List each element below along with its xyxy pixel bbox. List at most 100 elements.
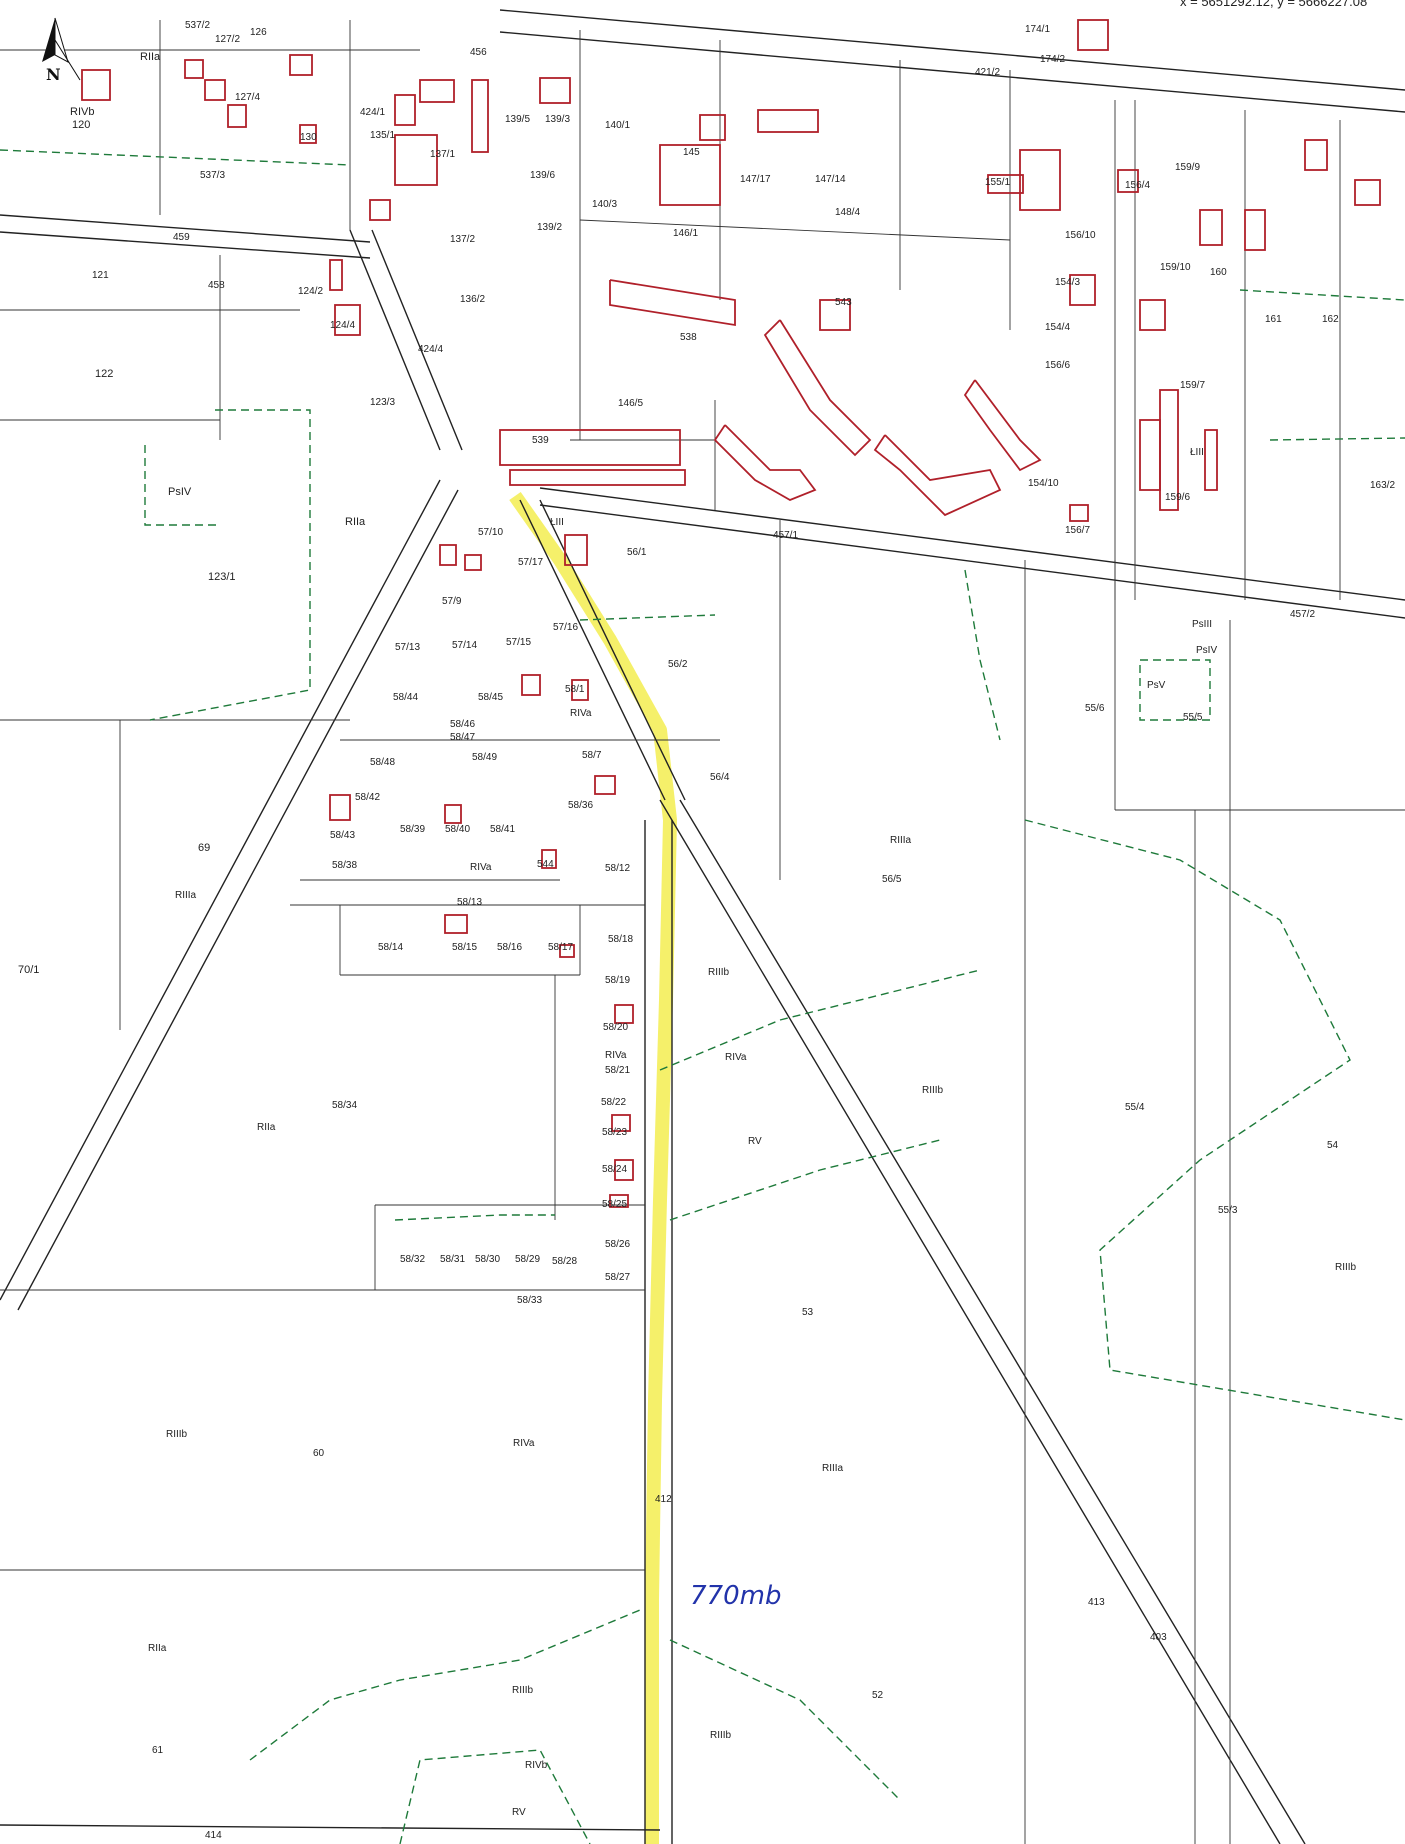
parcel-label: 58/14 — [378, 942, 403, 953]
landclass-label: RIIIa — [890, 835, 912, 846]
parcel-label: 58/33 — [517, 1295, 542, 1306]
parcel-label: 159/6 — [1165, 492, 1190, 503]
parcel-label: 69 — [198, 842, 210, 854]
parcel-label: 543 — [835, 297, 852, 308]
parcel-label: 58/40 — [445, 824, 470, 835]
parcel-label: 58/18 — [608, 934, 633, 945]
parcel-label: 154/4 — [1045, 322, 1070, 333]
parcel-label: 58/1 — [565, 684, 585, 695]
landclass-label: RIIa — [140, 51, 161, 63]
parcel-label: 162 — [1322, 314, 1339, 325]
landclass-label: RIIIb — [922, 1085, 944, 1096]
parcel-label: 56/5 — [882, 874, 902, 885]
parcel-label: 58/45 — [478, 692, 503, 703]
parcel-label: 140/1 — [605, 120, 630, 131]
parcel-label: 58/21 — [605, 1065, 630, 1076]
parcel-label: 58/34 — [332, 1100, 357, 1111]
landclass-label: RIVa — [513, 1438, 535, 1449]
parcel-label: 52 — [872, 1690, 884, 1701]
parcel-label: 58/48 — [370, 757, 395, 768]
parcel-label: 456 — [470, 47, 487, 58]
parcel-label: 61 — [152, 1745, 164, 1756]
landclass-label: PsIII — [1192, 619, 1212, 630]
parcel-label: 57/17 — [518, 557, 543, 568]
parcel-label: 424/4 — [418, 344, 443, 355]
parcel-label: 56/1 — [627, 547, 647, 558]
landclass-label: RIVa — [605, 1050, 627, 1061]
parcel-label: 122 — [95, 368, 113, 380]
parcel-label: 159/9 — [1175, 162, 1200, 173]
buildings — [81, 19, 1381, 1208]
parcel-label: 57/16 — [553, 622, 578, 633]
parcel-label: 538 — [680, 332, 697, 343]
parcel-label: 123/3 — [370, 397, 395, 408]
parcel-label: 57/10 — [478, 527, 503, 538]
parcel-label: 58/46 — [450, 719, 475, 730]
parcel-label: 55/4 — [1125, 1102, 1145, 1113]
parcel-label: 53 — [802, 1307, 814, 1318]
landclass-label: RIIa — [148, 1643, 167, 1654]
parcel-label: 58/19 — [605, 975, 630, 986]
parcel-label: 537/2 — [185, 20, 210, 31]
landclass-label: PsV — [1147, 680, 1166, 691]
parcel-label: 57/9 — [442, 596, 462, 607]
parcel-label: 140/3 — [592, 199, 617, 210]
landclass-label: RIVb — [525, 1760, 548, 1771]
landclass-label: ŁIII — [1190, 447, 1204, 458]
parcel-label: 137/2 — [450, 234, 475, 245]
parcel-label: 58/26 — [605, 1239, 630, 1250]
parcel-label: 58/24 — [602, 1164, 627, 1175]
parcel-label: 139/6 — [530, 170, 555, 181]
parcel-label: 70/1 — [18, 964, 39, 976]
roads — [0, 9, 1405, 1844]
parcel-labels: 537/2 126 127/2 127/4 120 RIVb RIIa 537/… — [18, 20, 1395, 1841]
parcel-label: 156/6 — [1045, 360, 1070, 371]
parcel-label: 174/1 — [1025, 24, 1050, 35]
landclass-label: RIIIb — [512, 1685, 534, 1696]
parcel-label: 413 — [1088, 1597, 1105, 1608]
landclass-label: RIIIa — [822, 1463, 844, 1474]
parcel-label: 54 — [1327, 1140, 1339, 1151]
parcel-label: 154/3 — [1055, 277, 1080, 288]
parcel-label: 58/38 — [332, 860, 357, 871]
landuse-boundaries — [0, 149, 1405, 1844]
road-label: 459 — [173, 232, 190, 243]
parcel-label: 139/5 — [505, 114, 530, 125]
highlighted-route — [509, 491, 677, 1844]
parcel-label: 57/15 — [506, 637, 531, 648]
parcel-label: 174/2 — [1040, 54, 1065, 65]
parcel-label: 58/32 — [400, 1254, 425, 1265]
parcel-label: 421/2 — [975, 67, 1000, 78]
landclass-label: RIIIb — [710, 1730, 732, 1741]
parcel-label: 146/1 — [673, 228, 698, 239]
parcel-label: 159/10 — [1160, 262, 1191, 273]
landclass-label: RIIa — [345, 516, 366, 528]
landclass-label: RV — [512, 1807, 526, 1818]
parcel-label: 58/29 — [515, 1254, 540, 1265]
parcel-label: 136/2 — [460, 294, 485, 305]
parcel-label: 120 — [72, 119, 90, 131]
coordinates-readout: x = 5651292.12, y = 5666227.08 — [1180, 0, 1367, 9]
landclass-label: RIIIa — [175, 890, 197, 901]
landclass-label: PsIV — [1196, 645, 1217, 656]
parcel-label: 58/17 — [548, 942, 573, 953]
parcel-label: 147/14 — [815, 174, 846, 185]
parcel-label: 127/4 — [235, 92, 260, 103]
parcel-label: 156/10 — [1065, 230, 1096, 241]
parcel-label: 155/1 — [985, 177, 1010, 188]
road-label: 457/2 — [1290, 609, 1315, 620]
parcel-label: 139/2 — [537, 222, 562, 233]
landclass-label: RIIa — [257, 1122, 276, 1133]
parcel-label: 163/2 — [1370, 480, 1395, 491]
parcel-label: 58/49 — [472, 752, 497, 763]
parcel-label: 160 — [1210, 267, 1227, 278]
landclass-label: RIVa — [725, 1052, 747, 1063]
parcel-label: 58/47 — [450, 732, 475, 743]
parcel-label: 58/13 — [457, 897, 482, 908]
parcel-label: 58/28 — [552, 1256, 577, 1267]
parcel-label: 58/12 — [605, 863, 630, 874]
landclass-label: RIIIb — [166, 1429, 188, 1440]
parcel-label: 58/39 — [400, 824, 425, 835]
parcel-label: 58/20 — [603, 1022, 628, 1033]
